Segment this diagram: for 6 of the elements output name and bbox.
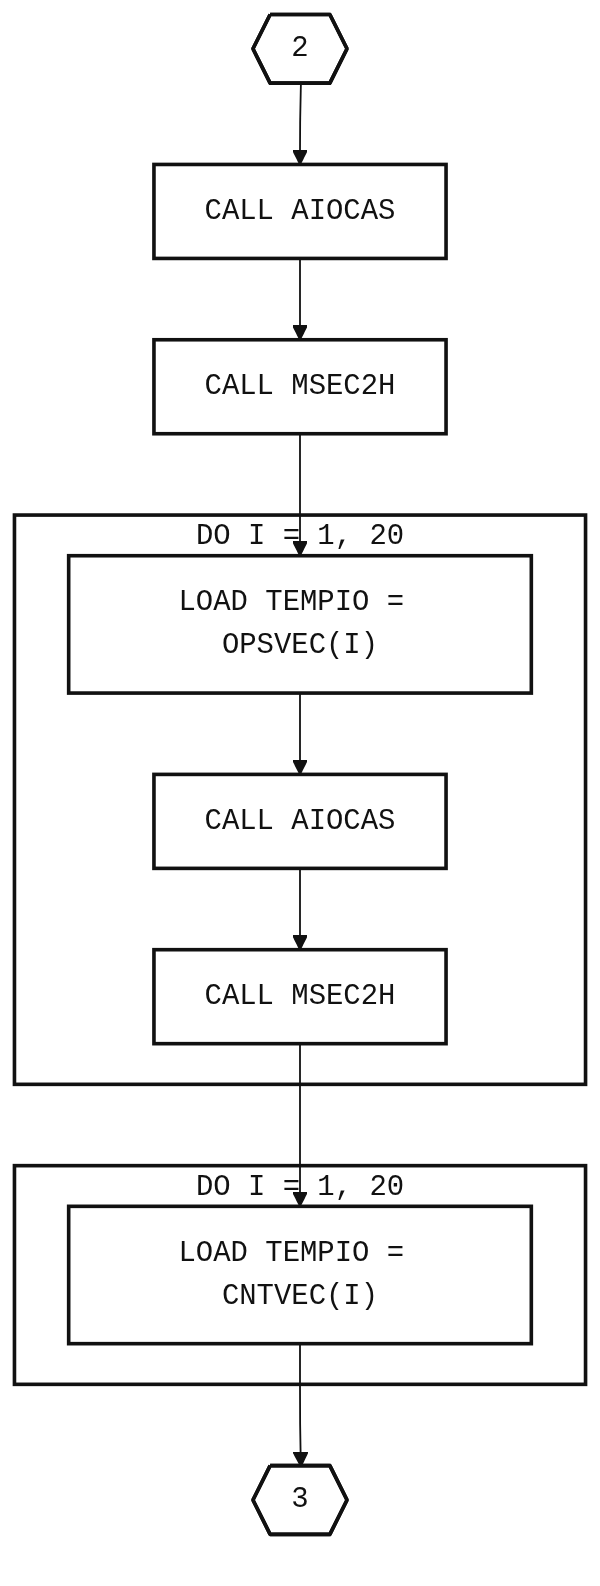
node-box: CALL MSEC2H (152, 337, 448, 436)
node-box: CALL AIOCAS (152, 772, 448, 871)
node-box: LOAD TEMPIO = CNTVEC(I) (66, 1204, 534, 1346)
node-box: LOAD TEMPIO = OPSVEC(I) (66, 553, 534, 695)
node-box: CALL MSEC2H (152, 947, 448, 1046)
node-box: CALL AIOCAS (152, 162, 448, 261)
